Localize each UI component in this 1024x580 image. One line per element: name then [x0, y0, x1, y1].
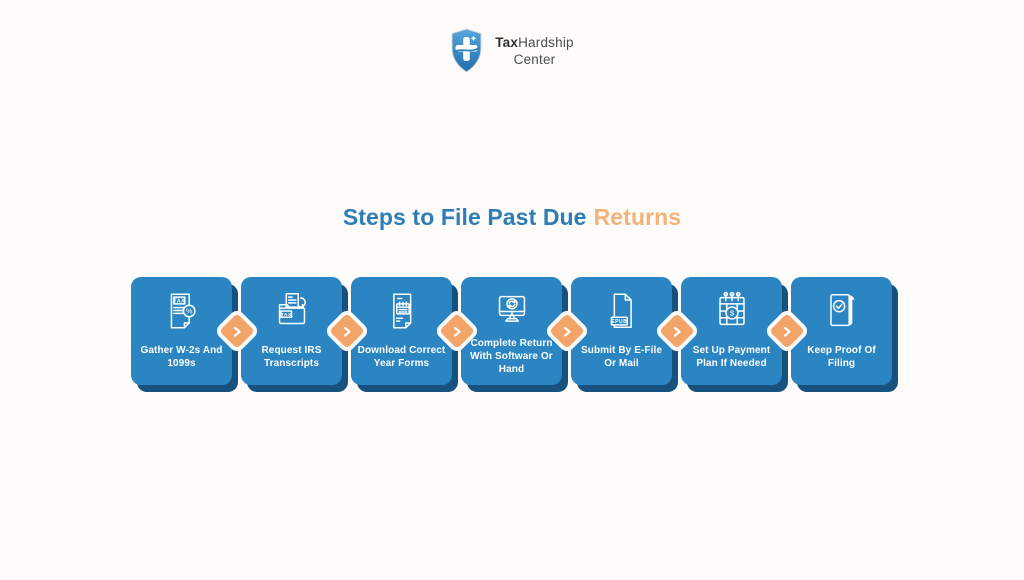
svg-text:%: %: [185, 307, 192, 315]
svg-text:TAX: TAX: [280, 312, 291, 318]
arrow-diamond: [543, 307, 590, 355]
step-label: Keep Proof Of Filing: [807, 344, 876, 369]
brand-name-rest: Hardship: [518, 35, 574, 50]
flow-arrow-5: [653, 307, 700, 355]
step-card-request-transcripts: TAX Request IRS Transcripts: [241, 277, 342, 385]
computer-sync-icon: [489, 288, 535, 334]
step-5: EPUB Submit By E-File Or Mail: [571, 277, 700, 385]
page-title-primary: Steps to File Past Due: [342, 204, 587, 230]
flow-arrow-4: [543, 307, 590, 355]
step-label-zone: Complete Return With Software Or Hand: [461, 334, 562, 385]
step-1: TAX % Gather W-2s And 1099s: [131, 277, 260, 385]
step-label-zone: Keep Proof Of Filing: [791, 334, 892, 385]
flow-arrow-1: [213, 307, 260, 355]
step-label: Complete Return With Software Or Hand: [470, 338, 553, 375]
step-label-zone: Request IRS Transcripts: [241, 334, 342, 385]
arrow-diamond: [433, 307, 480, 355]
arrow-diamond: [653, 307, 700, 355]
step-2: TAX Request IRS Transcripts: [241, 277, 370, 385]
step-card-keep-proof: Keep Proof Of Filing: [791, 277, 892, 385]
brand-name: TaxHardship Center: [495, 34, 574, 68]
arrow-diamond: [763, 307, 810, 355]
step-card-payment-plan: $ Set Up Payment Plan If Needed: [681, 277, 782, 385]
step-label: Set Up Payment Plan If Needed: [692, 344, 771, 369]
flow-arrow-6: [763, 307, 810, 355]
calendar-form-document-icon: [379, 288, 425, 334]
chevron-right-icon: [673, 326, 681, 336]
step-6: $ Set Up Payment Plan If Needed: [681, 277, 810, 385]
chevron-right-icon: [453, 326, 461, 336]
step-label: Download Correct Year Forms: [357, 344, 446, 369]
tax-document-percent-icon: TAX %: [159, 288, 205, 334]
step-label: Submit By E-File Or Mail: [580, 344, 663, 369]
step-card-download-forms: Download Correct Year Forms: [351, 277, 452, 385]
page-title-accent: Returns: [593, 204, 682, 230]
step-label: Gather W-2s And 1099s: [140, 344, 223, 369]
svg-text:EPUB: EPUB: [611, 319, 627, 325]
flow-arrow-3: [433, 307, 480, 355]
shield-cross-icon: [451, 28, 482, 73]
chevron-right-icon: [563, 326, 571, 336]
step-label: Request IRS Transcripts: [261, 344, 322, 369]
step-label-zone: Submit By E-File Or Mail: [571, 334, 672, 385]
step-label-zone: Download Correct Year Forms: [351, 334, 452, 385]
chevron-right-icon: [233, 326, 241, 336]
step-label-zone: Set Up Payment Plan If Needed: [681, 334, 782, 385]
brand-name-line2: Center: [513, 52, 556, 67]
efile-document-icon: EPUB: [599, 288, 645, 334]
arrow-diamond: [213, 307, 260, 355]
step-card-complete-return: Complete Return With Software Or Hand: [461, 277, 562, 385]
step-label-zone: Gather W-2s And 1099s: [131, 334, 232, 385]
step-card-submit-efile: EPUB Submit By E-File Or Mail: [571, 277, 672, 385]
irs-transcript-folder-icon: TAX: [269, 288, 315, 334]
brand-logo: TaxHardship Center: [0, 28, 1024, 74]
step-3: Download Correct Year Forms: [351, 277, 480, 385]
payment-calendar-icon: $: [709, 288, 755, 334]
svg-text:$: $: [729, 309, 734, 318]
step-7: Keep Proof Of Filing: [791, 277, 892, 385]
steps-flow: TAX % Gather W-2s And 1099s: [131, 277, 892, 385]
chevron-right-icon: [783, 326, 791, 336]
step-card-gather-w2s: TAX % Gather W-2s And 1099s: [131, 277, 232, 385]
arrow-diamond: [323, 307, 370, 355]
brand-name-bold: Tax: [495, 35, 519, 50]
filing-proof-documents-icon: [819, 288, 865, 334]
step-4: Complete Return With Software Or Hand: [461, 277, 590, 385]
chevron-right-icon: [343, 326, 351, 336]
svg-text:TAX: TAX: [173, 298, 185, 304]
flow-arrow-2: [323, 307, 370, 355]
